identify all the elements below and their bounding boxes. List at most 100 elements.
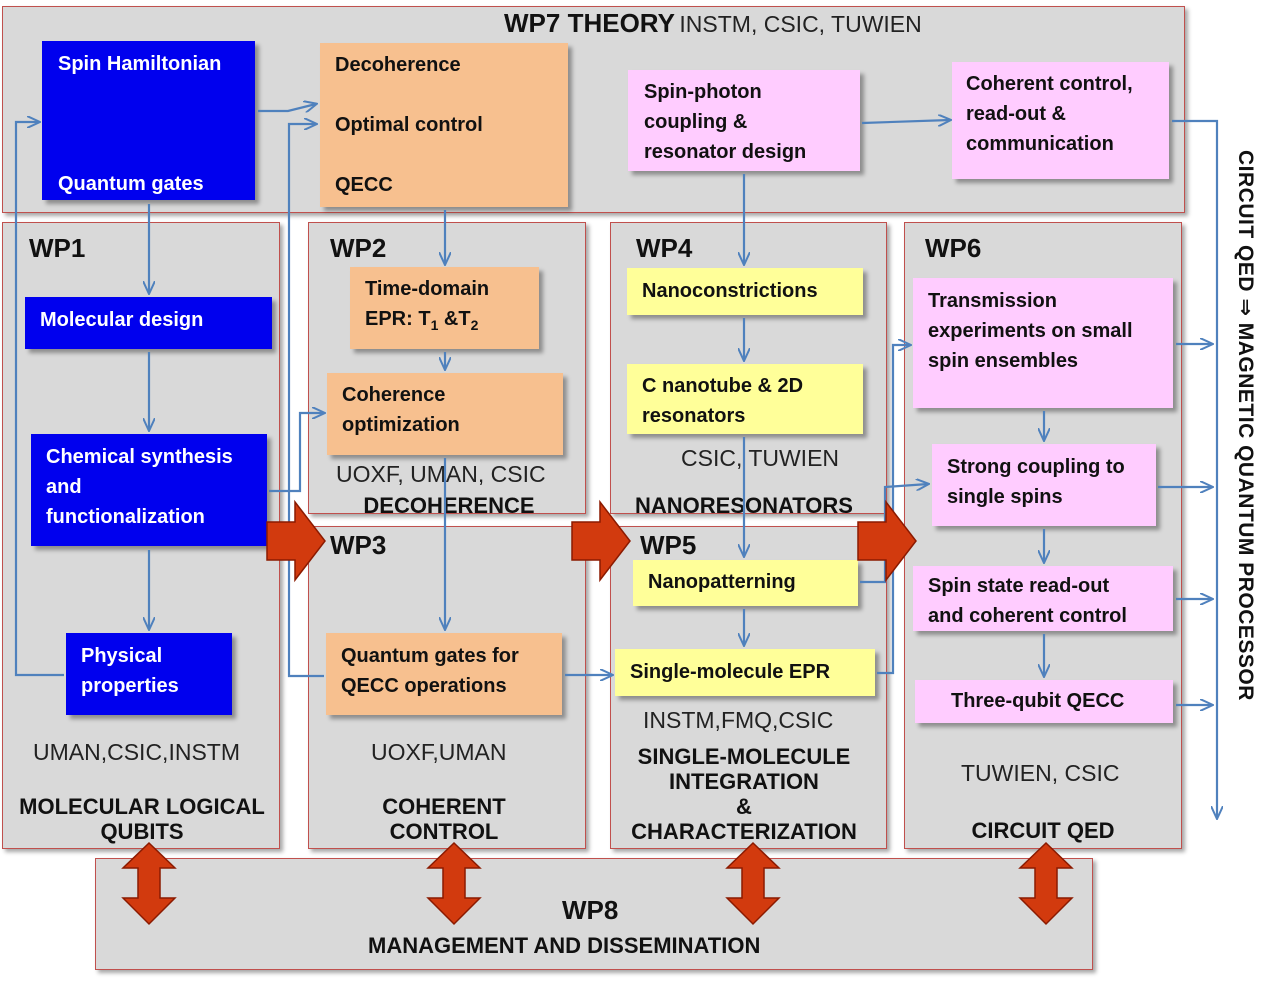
chemical-synthesis-line2: and	[46, 476, 82, 498]
nanopatterning-box: Nanopatterning	[633, 560, 858, 606]
wp5-partners: INSTM,FMQ,CSIC	[643, 707, 834, 733]
feedback-physprops-to-spinham	[14, 122, 64, 677]
single-molecule-epr-box: Single-molecule EPR	[615, 649, 875, 696]
transmission-line2: experiments on small	[928, 320, 1133, 342]
coherence-opt-line1: Coherence	[342, 384, 446, 406]
chemical-synthesis-line3: functionalization	[46, 506, 205, 528]
coherence-opt-line2: optimization	[342, 414, 460, 436]
loop-qecc-to-decoherence	[287, 124, 324, 678]
c-nanotube-line1: C nanotube & 2D	[642, 375, 804, 397]
arrow-spinphoton-to-coherent	[861, 120, 950, 123]
chemical-synthesis-box: Chemical synthesis and functionalization	[31, 434, 267, 546]
spin-photon-line2: coupling &	[644, 111, 748, 133]
molecular-design-box: Molecular design	[25, 297, 272, 349]
wp8-title: MANAGEMENT AND DISSEMINATION	[368, 933, 761, 958]
wp3-partners: UOXF,UMAN	[371, 739, 507, 765]
wp7-header: WP7 THEORY INSTM, CSIC, TUWIEN	[504, 8, 922, 39]
wp5-title-line2: INTEGRATION	[669, 769, 819, 794]
side-label-text: CIRCUIT QED ⇒ MAGNETIC QUANTUM PROCESSOR	[1234, 150, 1257, 701]
t1-subscript: 1	[430, 317, 439, 333]
three-qubit-label: Three-qubit QECC	[951, 690, 1125, 712]
physical-properties-line2: properties	[81, 675, 179, 697]
wp5-title: SINGLE-MOLECULE INTEGRATION & CHARACTERI…	[610, 744, 878, 844]
wp5-label: WP5	[640, 530, 697, 560]
time-domain-line1: Time-domain	[365, 278, 490, 300]
c-nanotube-line2: resonators	[642, 405, 746, 427]
wp1-label: WP1	[29, 233, 86, 263]
time-domain-line2: EPR: T1 &T2	[365, 304, 478, 340]
strong-coupling-line1: Strong coupling to	[947, 456, 1125, 478]
transmission-box: Transmission experiments on small spin e…	[913, 278, 1173, 408]
double-arrow-wp6-wp8	[1018, 841, 1074, 926]
wp6-title: CIRCUIT QED	[971, 818, 1115, 843]
wp7-partners: INSTM, CSIC, TUWIEN	[679, 11, 922, 37]
qg-qecc-line2: QECC operations	[341, 675, 507, 697]
strong-coupling-line2: single spins	[947, 486, 1063, 508]
wp5-title-line3: &	[736, 794, 752, 819]
spin-photon-line1: Spin-photon	[644, 81, 762, 103]
big-arrow-wp3-wp5	[571, 499, 631, 583]
nanoconstrictions-box: Nanoconstrictions	[627, 268, 863, 315]
coherence-optimization-box: Coherence optimization	[327, 373, 563, 455]
wp2-partners: UOXF, UMAN, CSIC	[336, 461, 546, 487]
physical-properties-line1: Physical	[81, 645, 163, 667]
quantum-gates-label: Quantum gates	[58, 173, 204, 195]
wp2-title: DECOHERENCE	[363, 493, 535, 518]
molecular-design-label: Molecular design	[40, 309, 204, 331]
three-qubit-qecc-box: Three-qubit QECC	[915, 680, 1173, 723]
spin-state-line1: Spin state read-out	[928, 575, 1110, 597]
big-arrow-wp5-wp6	[857, 499, 917, 583]
coherent-control-line2: read-out &	[966, 103, 1066, 125]
double-arrow-wp5-wp8	[725, 841, 781, 926]
spin-hamiltonian-box: Spin Hamiltonian Quantum gates	[42, 41, 255, 200]
wp2-label: WP2	[330, 233, 387, 263]
nanoconstrictions-label: Nanoconstrictions	[642, 280, 818, 302]
wp6-partners: TUWIEN, CSIC	[961, 760, 1120, 786]
arrow-spinham-to-decoherence	[258, 104, 316, 111]
wp7-title: WP7 THEORY	[504, 8, 675, 38]
wp3-title: COHERENT CONTROL	[308, 794, 580, 844]
spin-state-readout-box: Spin state read-out and coherent control	[913, 566, 1173, 631]
qg-qecc-line1: Quantum gates for	[341, 645, 519, 667]
strong-coupling-box: Strong coupling to single spins	[932, 444, 1156, 526]
wp4-label: WP4	[636, 233, 693, 263]
quantum-gates-qecc-box: Quantum gates for QECC operations	[326, 633, 562, 715]
nanopatterning-label: Nanopatterning	[648, 571, 796, 593]
big-arrow-wp1-wp3	[266, 499, 326, 583]
wp4-partners: CSIC, TUWIEN	[681, 445, 840, 471]
wp1-title-line1: MOLECULAR LOGICAL	[19, 794, 265, 819]
wp6-label: WP6	[925, 233, 982, 263]
coherent-control-line3: communication	[966, 133, 1114, 155]
bus-vertical	[1172, 119, 1217, 818]
c-nanotube-box: C nanotube & 2D resonators	[627, 364, 863, 434]
wp3-title-line1: COHERENT	[382, 794, 506, 819]
transmission-line3: spin ensembles	[928, 350, 1079, 372]
arrow-singlemol-to-transmission	[877, 345, 910, 675]
qecc-label: QECC	[335, 174, 393, 196]
spin-photon-box: Spin-photon coupling & resonator design	[628, 70, 860, 171]
double-arrow-wp1-wp8	[121, 841, 177, 926]
decoherence-label: Decoherence	[335, 54, 461, 76]
optimal-control-label: Optimal control	[335, 114, 483, 136]
physical-properties-box: Physical properties	[66, 633, 232, 715]
epr-t-label: EPR: T	[365, 308, 431, 330]
wp3-label: WP3	[330, 530, 387, 560]
transmission-line1: Transmission	[928, 290, 1057, 312]
double-arrow-wp3-wp8	[426, 841, 482, 926]
spin-photon-line3: resonator design	[644, 141, 807, 163]
circuit-qed-vertical-label: CIRCUIT QED ⇒ MAGNETIC QUANTUM PROCESSOR	[1233, 150, 1257, 701]
wp8-panel	[95, 858, 1093, 970]
t2-subscript: 2	[470, 317, 479, 333]
chemical-synthesis-line1: Chemical synthesis	[46, 446, 233, 468]
single-molecule-epr-label: Single-molecule EPR	[630, 661, 831, 683]
time-domain-epr-box: Time-domain EPR: T1 &T2	[350, 267, 539, 349]
wp5-title-line4: CHARACTERIZATION	[631, 819, 857, 844]
spin-hamiltonian-label: Spin Hamiltonian	[58, 53, 222, 75]
wp1-partners: UMAN,CSIC,INSTM	[33, 739, 240, 765]
coherent-control-line1: Coherent control,	[966, 73, 1133, 95]
decoherence-box: Decoherence Optimal control QECC	[320, 43, 568, 207]
wp3-title-line2: CONTROL	[389, 819, 499, 844]
coherent-control-box: Coherent control, read-out & communicati…	[952, 62, 1169, 179]
